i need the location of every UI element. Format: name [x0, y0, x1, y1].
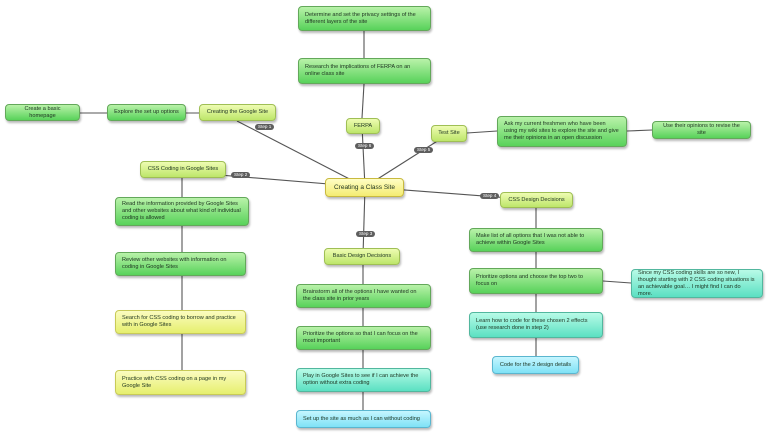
step-label-6: Step 6	[355, 143, 375, 149]
topic-code-design[interactable]: Code for the 2 design details	[492, 356, 579, 374]
topic-set-up-site[interactable]: Set up the site as much as I can without…	[296, 410, 431, 428]
topic-prioritize[interactable]: Prioritize the options so that I can foc…	[296, 326, 431, 350]
step-label-5: Step 5	[414, 147, 434, 153]
topic-ask-freshmen[interactable]: Ask my current freshmen who have been us…	[497, 116, 627, 147]
topic-brainstorm[interactable]: Brainstorm all of the options I have wan…	[296, 284, 431, 308]
link-b6-1	[361, 83, 365, 119]
link-b4-note	[602, 280, 632, 284]
topic-test-site[interactable]: Test Site	[431, 125, 467, 142]
topic-research-ferpa[interactable]: Research the implications of FERPA on an…	[298, 58, 431, 84]
step-label-4: Step 4	[480, 193, 500, 199]
topic-practice-css[interactable]: Practice with CSS coding on a page in my…	[115, 370, 246, 395]
topic-note-css-skills[interactable]: Since my CSS coding skills are so new, I…	[631, 269, 763, 298]
link-step-1	[236, 120, 366, 188]
link-b5-2	[626, 129, 653, 132]
link-b5-1	[466, 130, 498, 134]
topic-css-design[interactable]: CSS Design Decisions	[500, 192, 573, 208]
topic-review-websites[interactable]: Review other websites with information o…	[115, 252, 246, 276]
topic-explore-setup[interactable]: Explore the set up options	[107, 104, 186, 121]
step-label-1: Step 1	[255, 124, 275, 130]
topic-privacy-settings[interactable]: Determine and set the privacy settings o…	[298, 6, 431, 31]
root-topic[interactable]: Creating a Class Site	[325, 178, 404, 197]
link-step-6	[361, 125, 366, 188]
topic-prioritize-options[interactable]: Prioritize options and choose the top tw…	[469, 268, 603, 294]
topic-creating-google-site[interactable]: Creating the Google Site	[199, 104, 276, 121]
topic-make-list[interactable]: Make list of all options that I was not …	[469, 228, 603, 252]
step-label-3: Step 3	[356, 231, 376, 237]
topic-read-information[interactable]: Read the information provided by Google …	[115, 197, 249, 226]
link-step-3	[362, 186, 366, 257]
topic-css-coding[interactable]: CSS Coding in Google Sites	[140, 161, 226, 178]
topic-create-homepage[interactable]: Create a basic homepage	[5, 104, 80, 121]
topic-basic-design[interactable]: Basic Design Decisions	[324, 248, 400, 265]
topic-revise-site[interactable]: Use their opinions to revise the site	[652, 121, 751, 139]
topic-learn-code[interactable]: Learn how to code for these chosen 2 eff…	[469, 312, 603, 338]
step-label-2: Step 2	[231, 172, 251, 178]
topic-ferpa[interactable]: FERPA	[346, 118, 380, 134]
topic-play-google-sites[interactable]: Play in Google Sites to see if I can ach…	[296, 368, 431, 392]
topic-search-css[interactable]: Search for CSS coding to borrow and prac…	[115, 310, 246, 334]
